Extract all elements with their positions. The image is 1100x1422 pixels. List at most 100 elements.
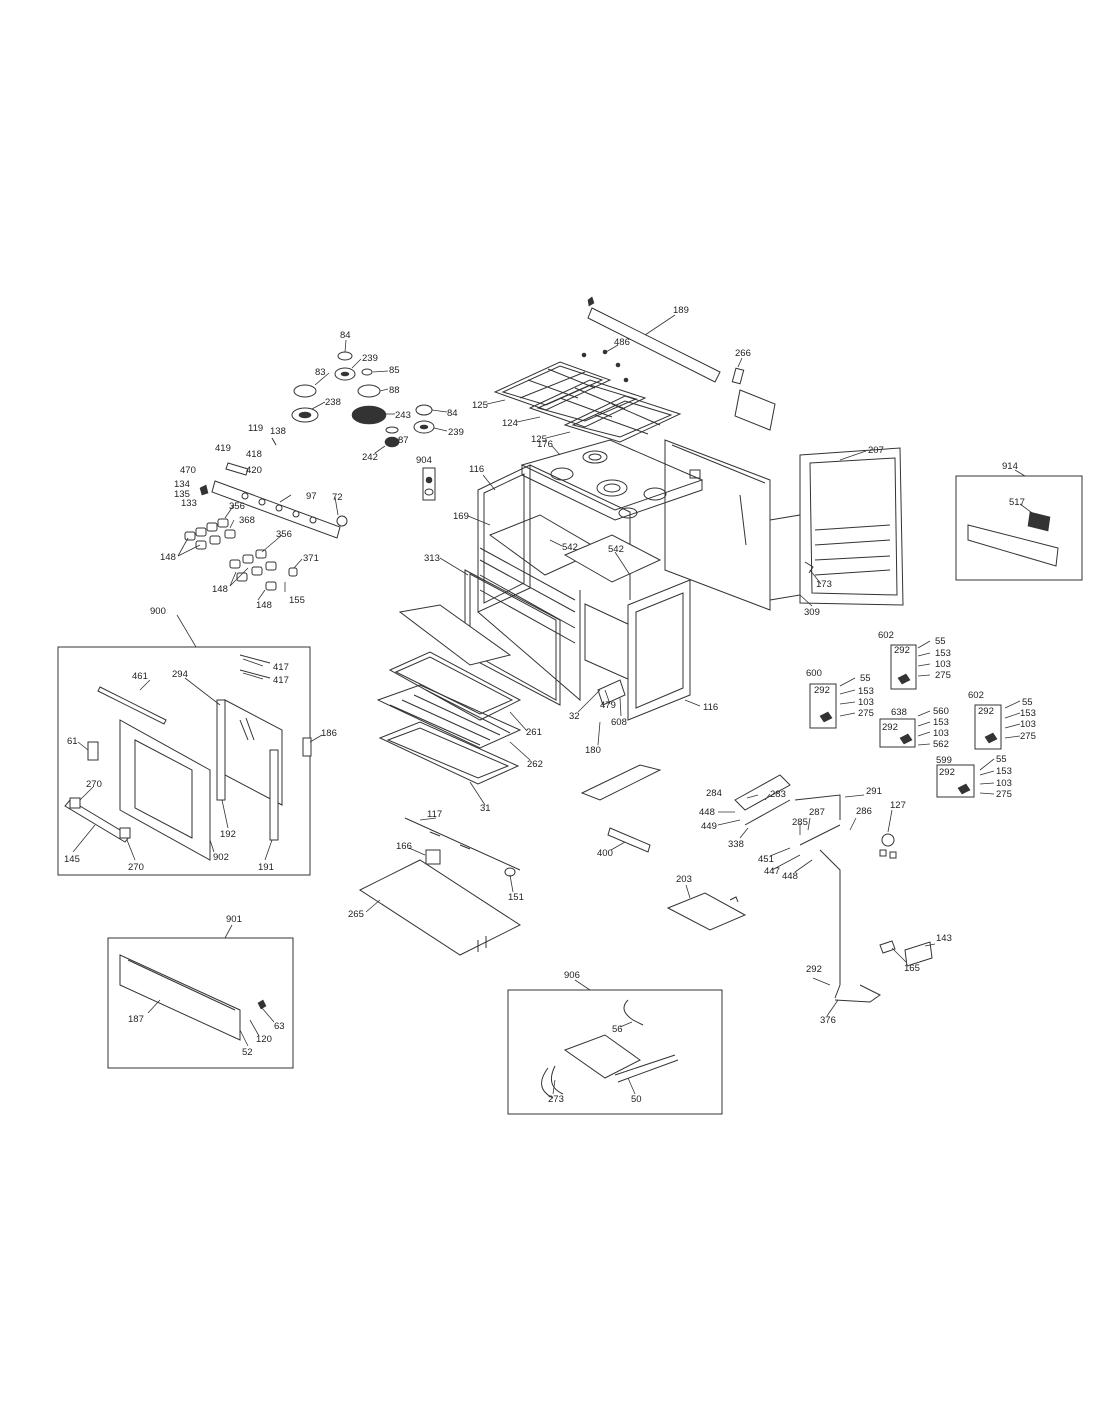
part-label: 148 <box>256 600 272 611</box>
box-900-door-assembly <box>57 614 312 876</box>
valve-groups <box>809 644 1002 798</box>
part-label: 447 <box>764 866 780 877</box>
part-label: 55 <box>996 754 1007 765</box>
part-label: 103 <box>1020 719 1036 730</box>
leader-lines <box>72 314 1036 1095</box>
part-label: 417 <box>273 662 289 673</box>
part-label: 50 <box>631 1094 642 1105</box>
part-label: 83 <box>315 367 326 378</box>
part-label: 180 <box>585 745 601 756</box>
part-label: 239 <box>362 353 378 364</box>
part-label: 103 <box>858 697 874 708</box>
part-label: 600 <box>806 668 822 679</box>
part-label: 275 <box>935 670 951 681</box>
part-label: 133 <box>181 498 197 509</box>
part-label: 449 <box>701 821 717 832</box>
part-label: 368 <box>239 515 255 526</box>
part-label: 242 <box>362 452 378 463</box>
part-label: 418 <box>246 449 262 460</box>
part-label: 169 <box>453 511 469 522</box>
box-label: 900 <box>150 606 166 617</box>
rear-panel <box>664 389 904 611</box>
part-label: 542 <box>608 544 624 555</box>
part-label: 273 <box>548 1094 564 1105</box>
gas-manifold <box>734 774 933 1003</box>
part-label: 153 <box>858 686 874 697</box>
part-label: 313 <box>424 553 440 564</box>
part-label: 189 <box>673 305 689 316</box>
part-label: 165 <box>904 963 920 974</box>
oven-racks <box>376 604 522 785</box>
part-label: 599 <box>936 755 952 766</box>
cooktop-grates <box>493 349 682 443</box>
part-label: 904 <box>416 455 432 466</box>
part-label: 87 <box>398 435 409 446</box>
part-label: 292 <box>882 722 898 733</box>
part-label: 451 <box>758 854 774 865</box>
part-label: 55 <box>860 673 871 684</box>
part-label: 356 <box>276 529 292 540</box>
part-label: 84 <box>447 408 458 419</box>
part-label: 116 <box>703 702 718 713</box>
cooktop-top-plate <box>520 439 704 521</box>
control-knobs <box>184 518 298 591</box>
part-label: 486 <box>614 337 630 348</box>
part-label: 32 <box>569 711 580 722</box>
part-label: 116 <box>469 464 484 475</box>
part-label: 266 <box>735 348 751 359</box>
bottom-parts <box>358 764 747 956</box>
part-label: 151 <box>508 892 524 903</box>
part-label: 283 <box>770 789 786 800</box>
part-label: 448 <box>699 807 715 818</box>
part-label: 376 <box>820 1015 836 1026</box>
part-label: 134 <box>174 479 190 490</box>
box-label: 914 <box>1002 461 1018 472</box>
part-label: 902 <box>213 852 229 863</box>
part-label: 270 <box>86 779 102 790</box>
part-label: 542 <box>562 542 578 553</box>
oven-body <box>464 464 691 721</box>
part-label: 176 <box>537 439 553 450</box>
box-901-drawer <box>107 924 294 1069</box>
part-label: 55 <box>1022 697 1033 708</box>
box-906-broil-burner <box>507 979 723 1115</box>
part-label: 125 <box>472 400 488 411</box>
part-label: 285 <box>792 817 808 828</box>
part-label: 562 <box>933 739 949 750</box>
part-label: 207 <box>868 445 884 456</box>
part-label: 292 <box>939 767 955 778</box>
part-label: 419 <box>215 443 231 454</box>
part-label: 148 <box>212 584 228 595</box>
part-label: 127 <box>890 800 906 811</box>
part-label: 84 <box>340 330 351 341</box>
part-label: 166 <box>396 841 412 852</box>
part-label: 292 <box>814 685 830 696</box>
part-label: 356 <box>229 501 245 512</box>
part-label: 286 <box>856 806 872 817</box>
part-label: 602 <box>878 630 894 641</box>
part-label: 602 <box>968 690 984 701</box>
part-label: 203 <box>676 874 692 885</box>
part-label: 135 <box>174 489 190 500</box>
part-label: 153 <box>1020 708 1036 719</box>
part-label: 262 <box>527 759 543 770</box>
part-label: 138 <box>270 426 286 437</box>
part-label: 294 <box>172 669 188 680</box>
part-label: 119 <box>248 423 263 434</box>
part-label: 417 <box>273 675 289 686</box>
box-914-accessory <box>955 469 1083 581</box>
part-label: 270 <box>128 862 144 873</box>
part-label: 275 <box>1020 731 1036 742</box>
part-label: 284 <box>706 788 722 799</box>
part-label: 153 <box>933 717 949 728</box>
part-label: 261 <box>526 727 542 738</box>
part-label: 153 <box>996 766 1012 777</box>
back-trim-assembly <box>587 296 745 385</box>
part-label: 155 <box>289 595 305 606</box>
part-label: 153 <box>935 648 951 659</box>
part-label: 275 <box>996 789 1012 800</box>
part-label: 287 <box>809 807 825 818</box>
part-label: 265 <box>348 909 364 920</box>
part-label: 85 <box>389 365 400 376</box>
